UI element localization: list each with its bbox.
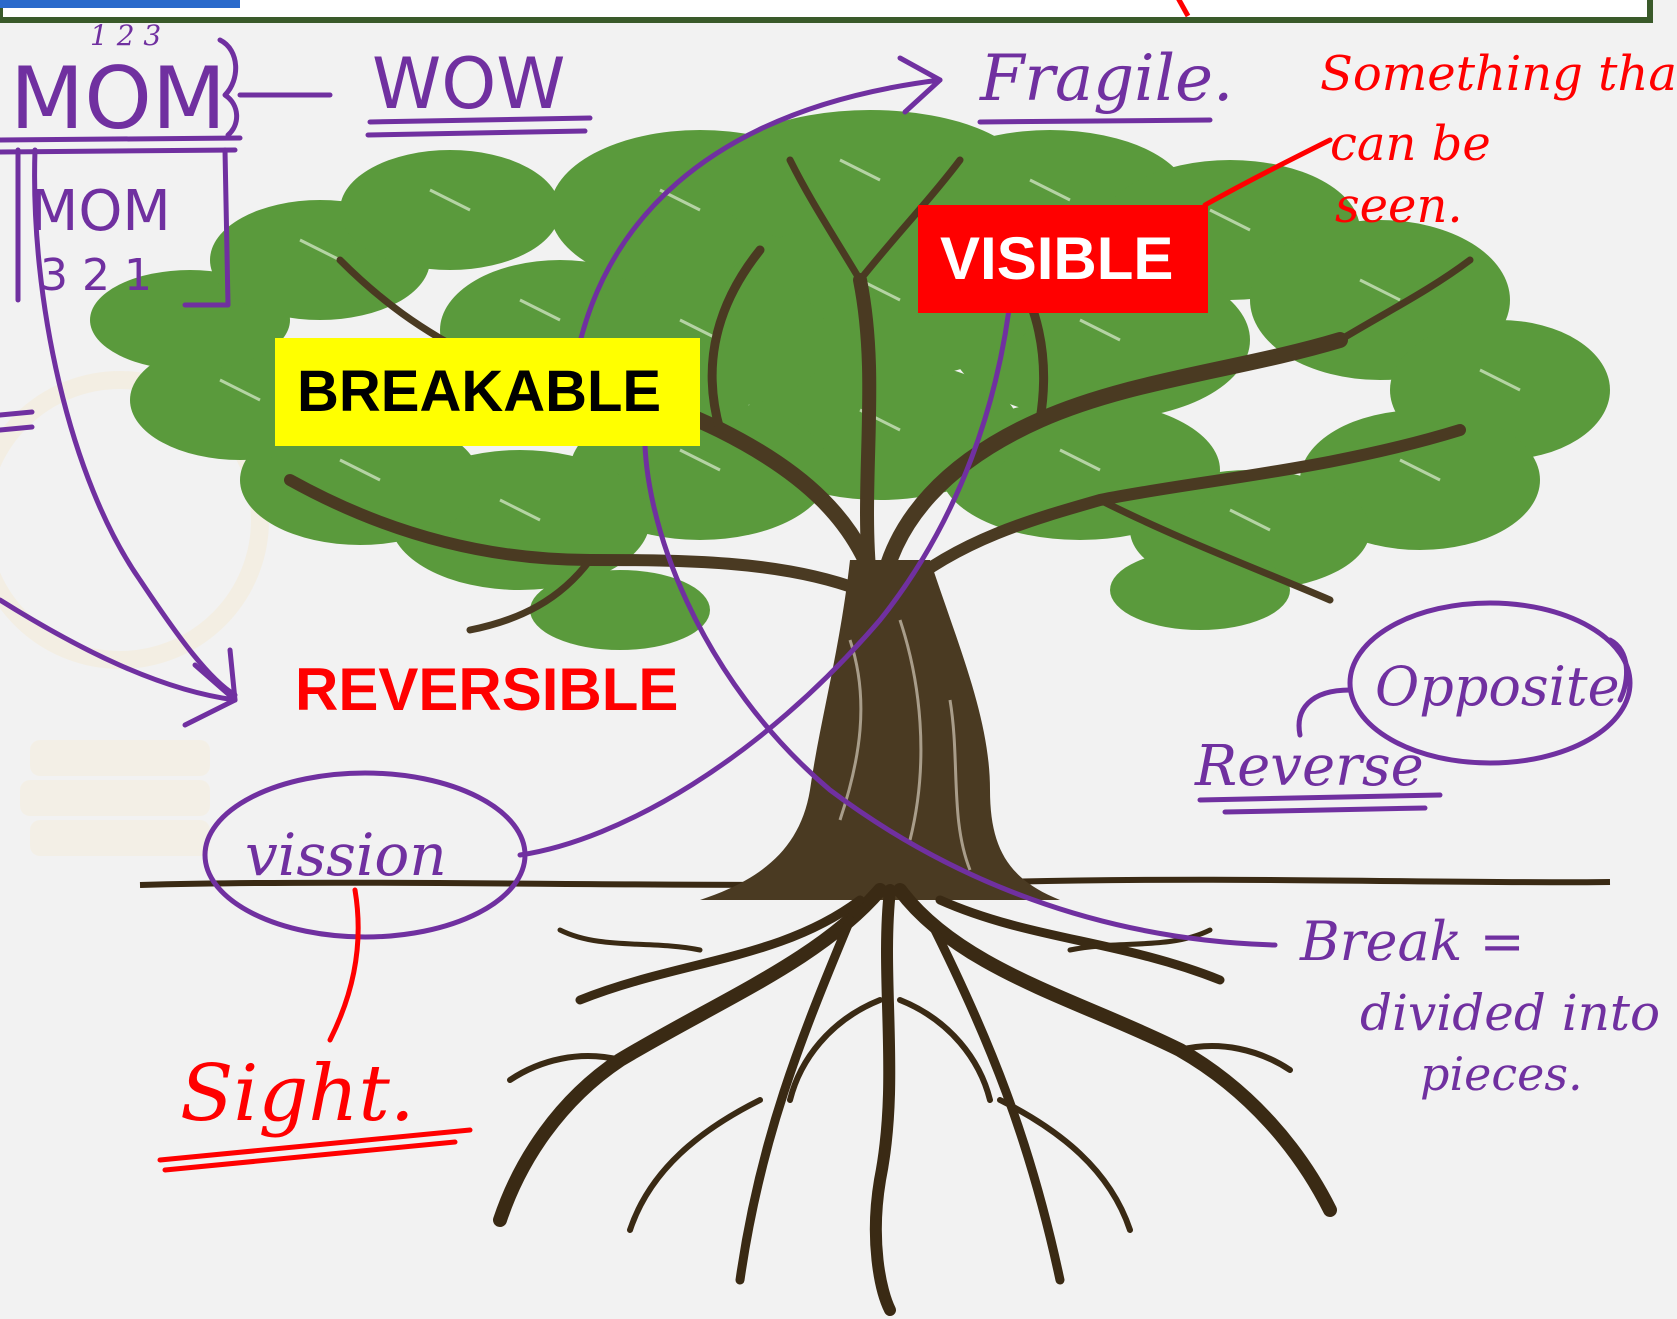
divided-into-text: divided into — [1360, 984, 1660, 1042]
pieces-text: pieces. — [1420, 1047, 1583, 1101]
something-that-text: Something that — [1320, 46, 1677, 102]
can-be-text: can be — [1330, 116, 1491, 172]
visible-label: VISIBLE — [918, 205, 1208, 313]
vission-text: vission — [245, 821, 447, 889]
reverse-text: Reverse — [1194, 734, 1424, 799]
mom-text: MOM — [10, 49, 226, 149]
tree-trunk — [700, 560, 1060, 900]
reversible-label: REVERSIBLE — [295, 656, 679, 723]
opposite-text: Opposite — [1375, 655, 1620, 718]
wow-text: WOW — [372, 43, 566, 125]
red-ink-strokes — [157, 137, 1333, 1173]
books-watermark-icon — [0, 371, 269, 856]
fragile-text: Fragile. — [979, 42, 1233, 116]
seen-text: seen. — [1335, 178, 1463, 234]
mom-digits-text: 1 2 3 — [90, 19, 161, 52]
purple-ink-strokes — [0, 37, 1633, 948]
title-bar-frame — [0, 0, 1653, 23]
mom-reversed-text: MOM — [30, 179, 171, 244]
mom-reversed-digits-text: 3 2 1 — [40, 250, 152, 301]
sight-text: Sight. — [180, 1049, 415, 1139]
breakable-label: BREAKABLE — [275, 338, 700, 446]
break-text: Break = — [1299, 910, 1525, 973]
